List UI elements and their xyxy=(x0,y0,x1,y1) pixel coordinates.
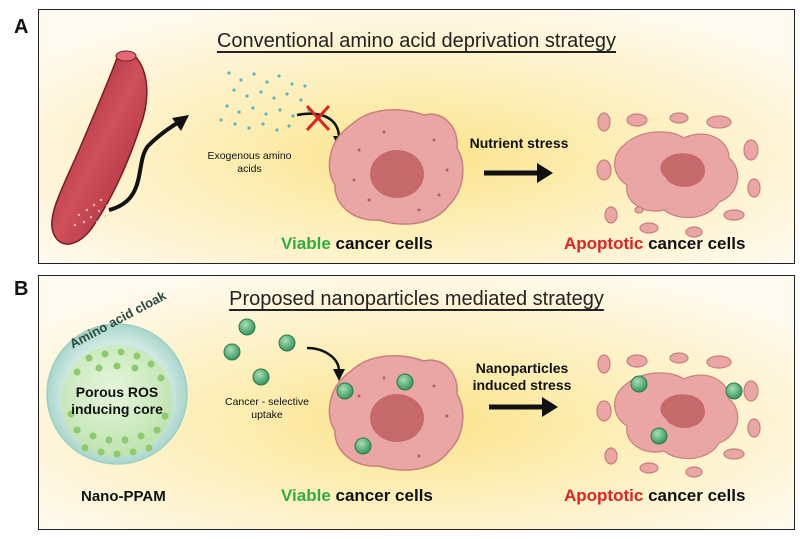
stress-arrow-a xyxy=(484,163,553,183)
nano-ppam-particle-icon xyxy=(46,323,188,465)
nanoparticles-stress-label: Nanoparticles induced stress xyxy=(472,360,572,393)
apoptotic-word: Apoptotic xyxy=(564,486,644,505)
panel-a: Conventional amino acid deprivation stra… xyxy=(38,9,795,264)
panel-a-letter: A xyxy=(14,16,29,38)
panel-a-artwork xyxy=(39,10,794,263)
viable-cells-label-b: Viable cancer cells xyxy=(281,486,433,506)
nutrient-stress-label: Nutrient stress xyxy=(469,135,569,151)
panel-a-title: Conventional amino acid deprivation stra… xyxy=(216,30,617,52)
panel-b-letter: B xyxy=(14,278,29,300)
apoptotic-cells-label-b: Apoptotic cancer cells xyxy=(564,486,745,506)
release-arrowhead xyxy=(172,115,189,131)
cancer-cells-text: cancer cells xyxy=(648,234,746,253)
apoptotic-cells-label-a: Apoptotic cancer cells xyxy=(564,234,745,254)
panel-b-title: Proposed nanoparticles mediated strategy xyxy=(229,288,604,310)
amino-acid-dots xyxy=(219,71,311,132)
porous-core-label: Porous ROS inducing core xyxy=(71,384,163,417)
nano-ppam-label: Nano-PPAM xyxy=(81,488,166,505)
panel-b-artwork xyxy=(39,276,794,529)
cancer-cells-text: cancer cells xyxy=(648,486,746,505)
cancer-cells-text: cancer cells xyxy=(335,234,433,253)
uptake-arrowhead xyxy=(333,369,345,381)
blocked-uptake-arrow xyxy=(296,112,341,139)
viable-cancer-cell-b xyxy=(328,354,464,471)
cancer-cells-text: cancer cells xyxy=(335,486,433,505)
small-nanoparticles xyxy=(223,318,296,386)
viable-word: Viable xyxy=(281,234,331,253)
selective-uptake-label: Cancer - selective uptake xyxy=(224,396,310,421)
viable-cancer-cell xyxy=(328,108,464,225)
stress-arrow-b xyxy=(489,397,558,417)
panel-b: Proposed nanoparticles mediated strategy… xyxy=(38,275,795,530)
uptake-arrow xyxy=(306,346,341,372)
nanoparticle-in-apoptotic-cell xyxy=(725,382,743,400)
block-x-icon xyxy=(305,104,331,132)
apoptotic-word: Apoptotic xyxy=(564,234,644,253)
nanoparticle-in-apoptotic-cell xyxy=(630,375,648,393)
viable-cells-label-a: Viable cancer cells xyxy=(281,234,433,254)
exogenous-amino-acids-label: Exogenous amino acids xyxy=(207,150,292,175)
viable-word: Viable xyxy=(281,486,331,505)
fragmented-nucleus-b xyxy=(660,394,705,429)
release-arrow xyxy=(108,120,181,212)
fragmented-nucleus xyxy=(660,153,705,188)
blood-vessel-icon xyxy=(51,50,148,245)
apoptotic-cancer-cell-b xyxy=(596,352,761,478)
nanoparticle-in-apoptotic-cell xyxy=(650,427,668,445)
